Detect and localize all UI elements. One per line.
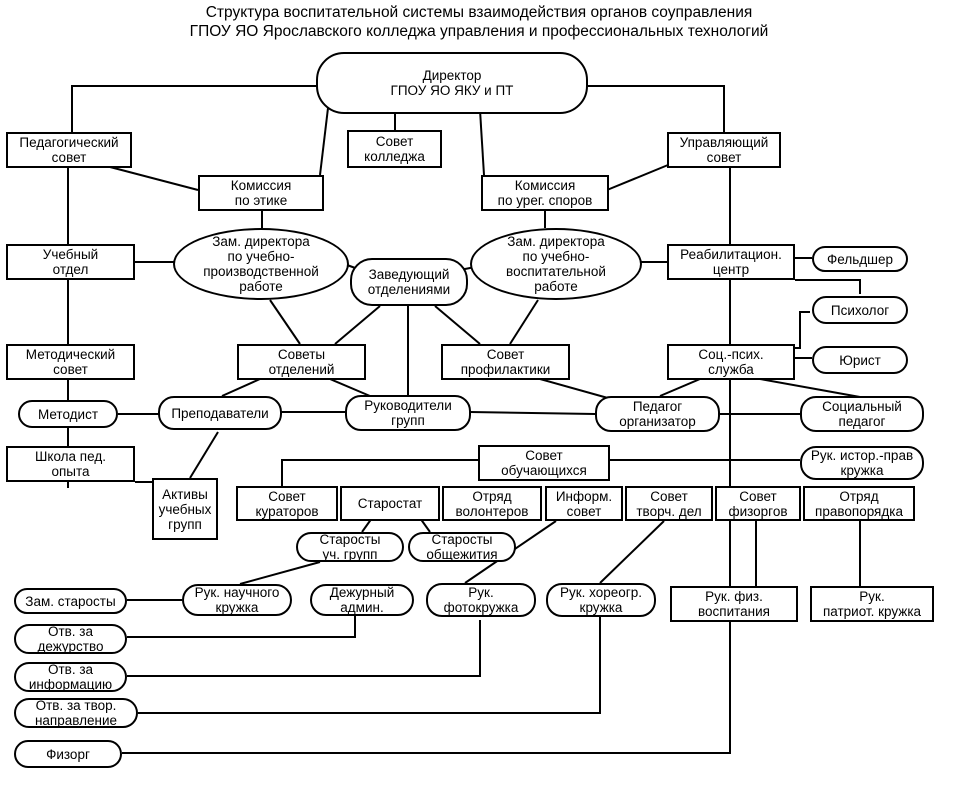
line-psych-soc-service: [795, 311, 810, 349]
creative-council-node: Совет творч. дел: [625, 486, 713, 521]
line-student-council-left: [281, 459, 478, 486]
line-creative-dance: [599, 520, 665, 584]
duty-admin-node: Дежурный админ.: [310, 584, 414, 616]
prevention-node: Совет профилактики: [441, 344, 570, 380]
dorm-heads-node: Старосты общежития: [408, 532, 516, 562]
line-director-ped-council: [71, 85, 318, 132]
line-director-board: [588, 85, 725, 132]
psych-node: Психолог: [812, 296, 908, 324]
director-node: Директор ГПОУ ЯО ЯКУ и ПТ: [316, 52, 588, 114]
activists-node: Активы учебных групп: [152, 478, 218, 540]
resp-creative-node: Отв. за твор. направление: [14, 698, 138, 728]
soc-teacher-node: Социальный педагог: [800, 396, 924, 432]
group-leaders-node: Руководители групп: [345, 395, 471, 431]
pe-head-node: Рук. физ. воспитания: [670, 586, 798, 622]
line-photo-resp-info: [127, 620, 481, 677]
patriot-club-node: Рук. патриот. кружка: [810, 586, 934, 622]
college-council-node: Совет колледжа: [347, 130, 442, 168]
soc-service-node: Соц.-псих. служба: [667, 344, 795, 380]
rehab-node: Реабилитацион. центр: [667, 244, 795, 280]
dance-club-node: Рук. хореогр. кружка: [546, 583, 656, 617]
line-teachers-activists: [189, 431, 219, 479]
disputes-node: Комиссия по урег. споров: [481, 175, 609, 211]
school-node: Школа пед. опыта: [6, 446, 135, 482]
deputy-edu-node: Зам. директора по учебно- воспитательной…: [470, 228, 642, 300]
group-heads-node: Старосты уч. групп: [296, 532, 404, 562]
head-depts-node: Заведующий отделениями: [350, 258, 468, 306]
teachers-node: Преподаватели: [158, 396, 282, 430]
line-duty-admin-resp-duty: [127, 616, 356, 638]
line-deputy-edu-prev: [509, 299, 539, 345]
line-group-heads-science: [239, 561, 321, 585]
line-board-disputes: [606, 164, 669, 191]
line-head-prev: [434, 305, 481, 345]
resp-info-node: Отв. за информацию: [14, 662, 127, 692]
line-rehab-psych: [795, 279, 861, 294]
line-group-leaders-organizer: [469, 411, 596, 415]
diagram-title-line-2: ГПОУ ЯО Ярославского колледжа управления…: [189, 23, 769, 40]
info-council-node: Информ. совет: [545, 486, 623, 521]
dept-councils-node: Советы отделений: [237, 344, 366, 380]
line-pe-phys-org: [122, 622, 731, 754]
students-council-node: Совет обучающихся: [478, 445, 610, 481]
line-dept-group-leaders: [329, 378, 371, 397]
method-council-node: Методический совет: [6, 344, 135, 380]
phys-org-node: Физорг: [14, 740, 122, 768]
science-club-node: Рук. научного кружка: [182, 584, 292, 616]
medic-node: Фельдшер: [812, 246, 908, 272]
study-dept-node: Учебный отдел: [6, 244, 135, 280]
curators-node: Совет кураторов: [236, 486, 338, 521]
line-prev-organizer: [539, 378, 616, 401]
lawyer-node: Юрист: [812, 346, 908, 374]
line-director-disputes: [479, 109, 485, 176]
history-club-node: Рук. истор.-прав кружка: [800, 446, 924, 480]
ped-council-node: Педагогический совет: [6, 132, 132, 168]
line-director-ethics: [319, 107, 329, 176]
line-head-dept: [334, 305, 381, 345]
resp-duty-node: Отв. за дежурство: [14, 624, 127, 654]
organizer-node: Педагог организатор: [595, 396, 720, 432]
line-soc-service-soc-teacher: [759, 378, 861, 398]
deputy-heads-node: Зам. старосты: [14, 588, 127, 614]
photo-club-node: Рук. фотокружка: [426, 583, 536, 617]
methodist-node: Методист: [18, 400, 118, 428]
sports-council-node: Совет физоргов: [715, 486, 801, 521]
line-dept-teachers: [221, 378, 261, 397]
ethics-node: Комиссия по этике: [198, 175, 324, 211]
line-soc-service-organizer: [659, 378, 701, 397]
law-squad-node: Отряд правопорядка: [803, 486, 915, 521]
line-dance-resp-creative: [138, 617, 601, 714]
line-ped-ethics: [109, 166, 199, 191]
deputy-prod-node: Зам. директора по учебно- производственн…: [173, 228, 349, 300]
volunteers-node: Отряд волонтеров: [442, 486, 542, 521]
starostat-node: Старостат: [340, 486, 440, 521]
diagram-title-line-1: Структура воспитательной системы взаимод…: [205, 4, 753, 21]
line-deputy-prod-dept: [269, 299, 301, 345]
board-node: Управляющий совет: [667, 132, 781, 168]
